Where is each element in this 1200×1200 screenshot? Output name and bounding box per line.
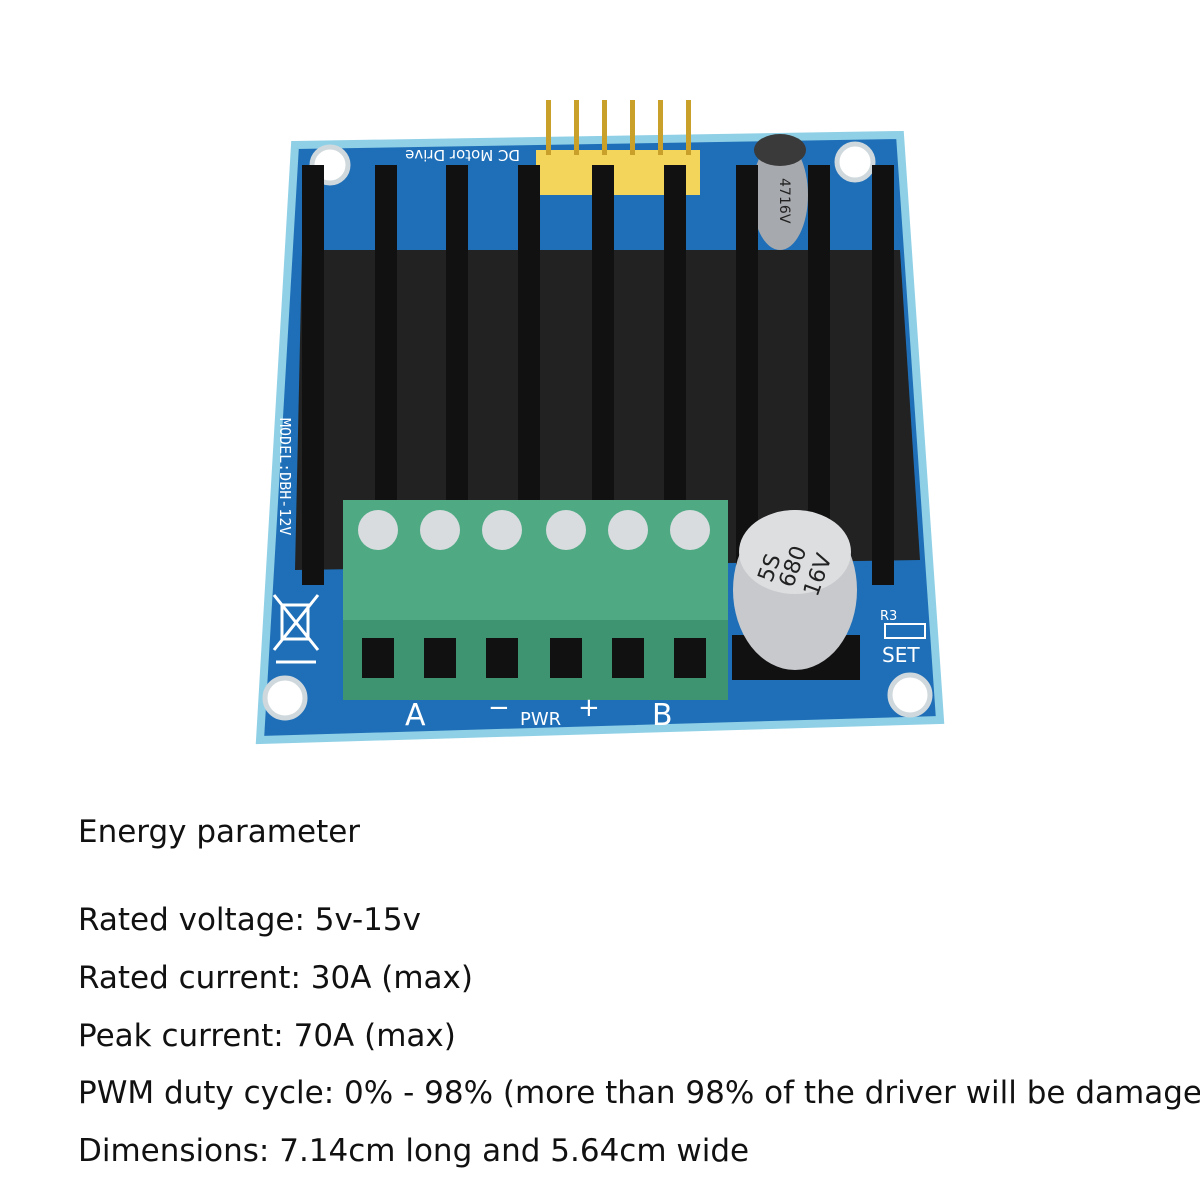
spec-pwm-duty-cycle: PWM duty cycle: 0% - 98% (more than 98% … (78, 1075, 1200, 1111)
board-illustration: 47 16V DC Motor Drive MODEL:DBH-12V (255, 100, 945, 745)
terminal-label-minus: − (488, 693, 510, 723)
small-capacitor-voltage: 16V (776, 196, 792, 224)
r3-label: R3 (880, 609, 897, 624)
small-capacitor-value: 47 (776, 178, 792, 196)
set-pad (884, 623, 926, 639)
motor-driver-board-image: 47 16V DC Motor Drive MODEL:DBH-12V (240, 90, 970, 770)
set-label: SET (882, 643, 920, 667)
weee-bin-icon (272, 594, 320, 664)
small-capacitor: 47 16V (752, 134, 808, 250)
mount-hole-bottom-left (262, 675, 308, 721)
spec-heading: Energy parameter (78, 814, 361, 850)
large-capacitor: 5S 680 16V (732, 510, 860, 680)
mount-hole-bottom-right (887, 672, 933, 718)
terminal-label-a: A (405, 698, 426, 733)
spec-dimensions: Dimensions: 7.14cm long and 5.64cm wide (78, 1133, 750, 1169)
heatsink (295, 165, 920, 585)
terminal-label-b: B (652, 698, 673, 733)
spec-rated-current: Rated current: 30A (max) (78, 960, 473, 996)
terminal-block (343, 500, 728, 700)
spec-rated-voltage: Rated voltage: 5v-15v (78, 902, 421, 938)
model-label: MODEL:DBH-12V (276, 418, 294, 535)
board-title: DC Motor Drive (405, 146, 520, 164)
terminal-label-pwr: PWR (520, 709, 561, 730)
terminal-label-plus: + (578, 693, 600, 723)
spec-peak-current: Peak current: 70A (max) (78, 1018, 456, 1054)
mount-hole-top-right (834, 141, 876, 183)
